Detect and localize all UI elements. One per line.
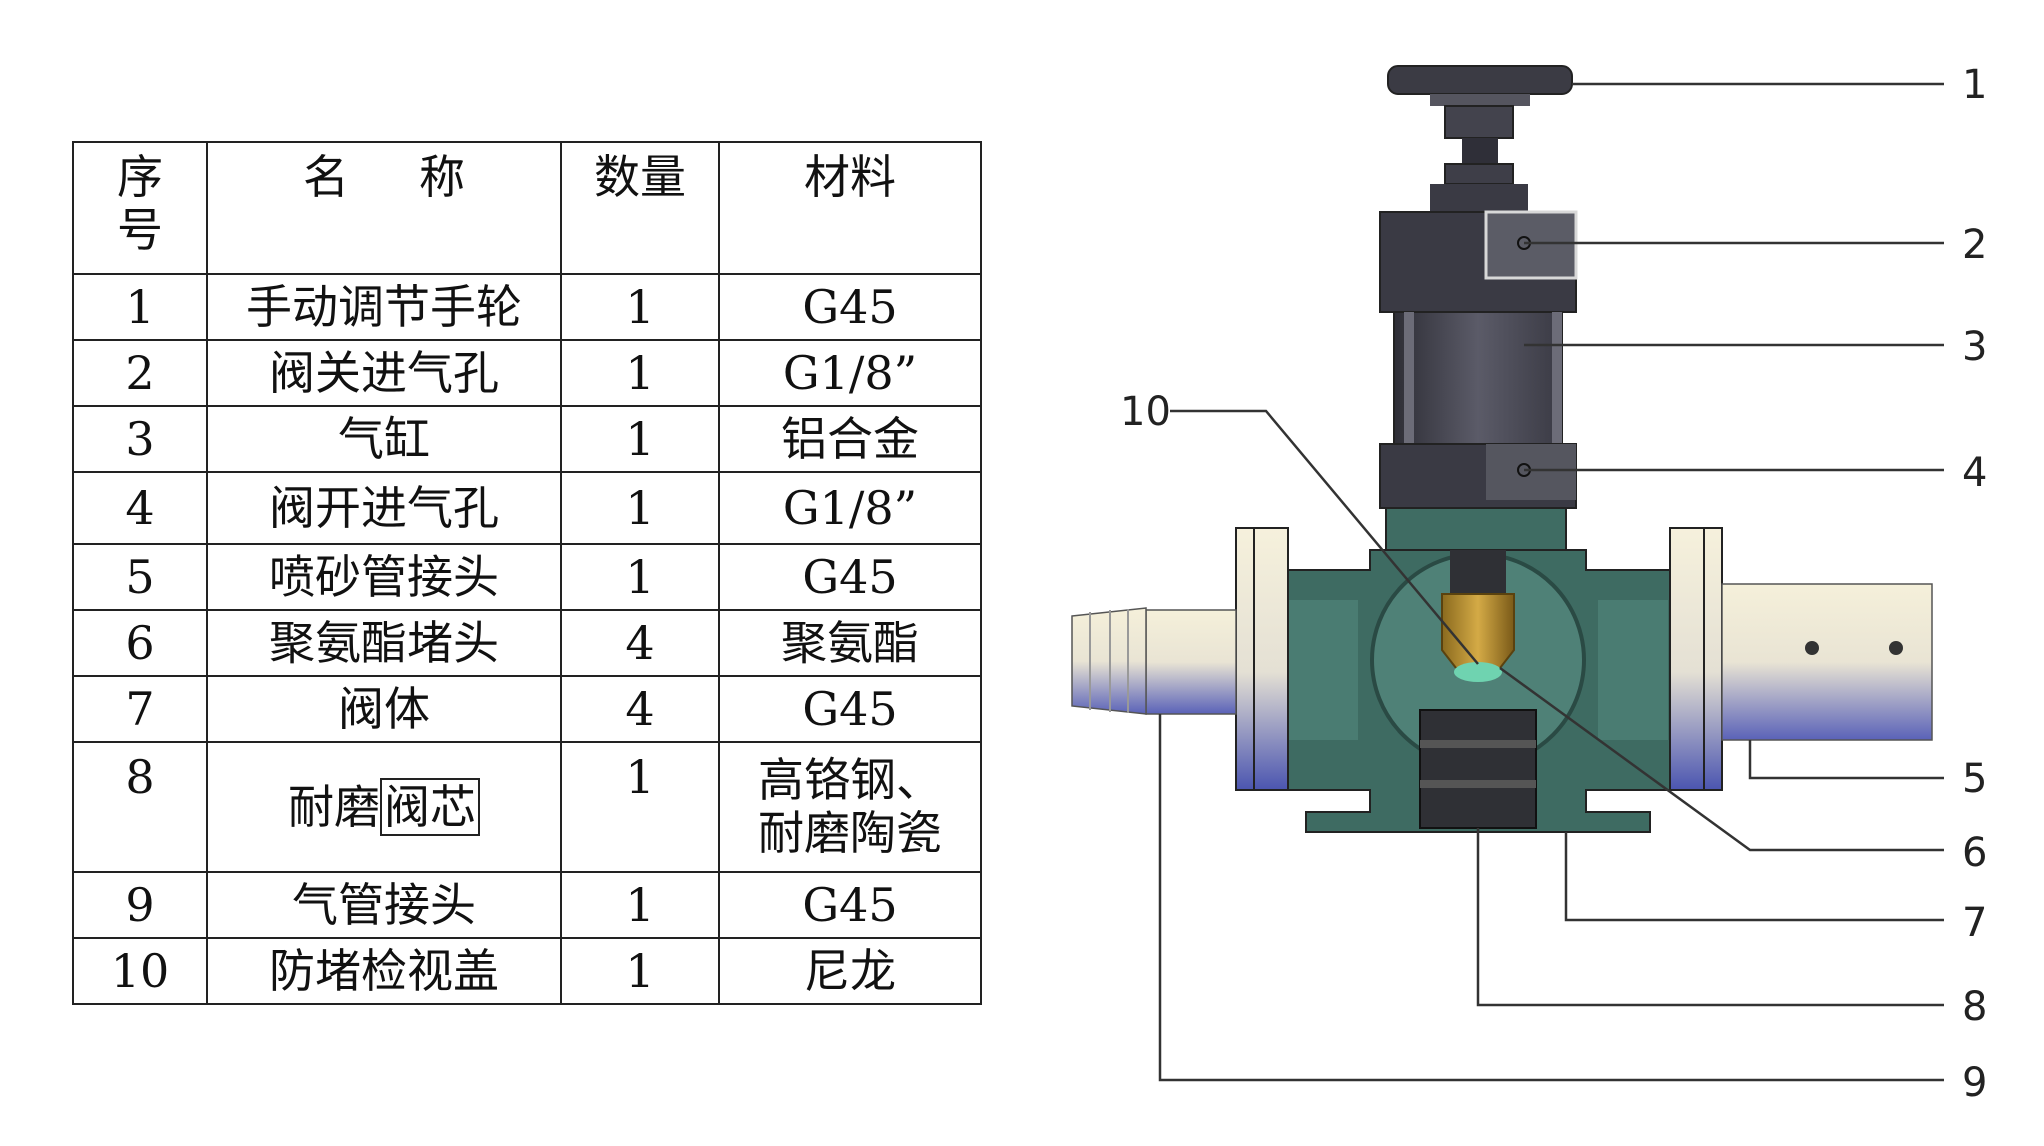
air-cylinder xyxy=(1379,184,1578,509)
table-row: 1 手动调节手轮 1 G45 xyxy=(72,273,982,341)
cell-qty: 1 xyxy=(560,871,720,939)
cell-material: 尼龙 xyxy=(718,937,982,1005)
callout-6: 6 xyxy=(1962,830,1987,876)
cell-qty: 1 xyxy=(560,937,720,1005)
header-qty: 数量 xyxy=(560,141,720,275)
cell-material: G1/8” xyxy=(718,339,982,407)
callout-4: 4 xyxy=(1962,450,1987,496)
cell-seq: 7 xyxy=(72,675,208,743)
left-flange xyxy=(1235,527,1289,791)
cell-seq: 3 xyxy=(72,405,208,473)
cell-name: 防堵检视盖 xyxy=(206,937,562,1005)
callout-9: 9 xyxy=(1962,1060,1987,1106)
cell-name: 阀关进气孔 xyxy=(206,339,562,407)
table-row: 8 耐磨阀芯 1 高铬钢、耐磨陶瓷 xyxy=(72,741,982,873)
callout-7: 7 xyxy=(1962,900,1987,946)
cell-name: 聚氨酯堵头 xyxy=(206,609,562,677)
cell-qty: 1 xyxy=(560,471,720,545)
table-row: 6 聚氨酯堵头 4 聚氨酯 xyxy=(72,609,982,677)
callout-2: 2 xyxy=(1962,222,1987,268)
cell-qty: 1 xyxy=(560,543,720,611)
cell-material: G45 xyxy=(718,675,982,743)
cell-seq: 5 xyxy=(72,543,208,611)
cell-name: 气管接头 xyxy=(206,871,562,939)
cell-name: 气缸 xyxy=(206,405,562,473)
header-name: 名称 xyxy=(206,141,562,275)
callout-5: 5 xyxy=(1962,756,1987,802)
cell-material: G45 xyxy=(718,871,982,939)
right-flange xyxy=(1669,527,1723,791)
cell-seq: 10 xyxy=(72,937,208,1005)
table-row: 4 阀开进气孔 1 G1/8” xyxy=(72,471,982,545)
cell-qty: 4 xyxy=(560,609,720,677)
cell-qty: 4 xyxy=(560,675,720,743)
hand-wheel xyxy=(1387,65,1573,185)
table-row: 5 喷砂管接头 1 G45 xyxy=(72,543,982,611)
valve-body xyxy=(1285,507,1671,833)
table-row: 9 气管接头 1 G45 xyxy=(72,871,982,939)
cell-seq: 6 xyxy=(72,609,208,677)
cell-qty: 1 xyxy=(560,273,720,341)
valve-core xyxy=(1441,550,1515,682)
header-seq: 序 号 xyxy=(72,141,208,275)
cell-name: 阀开进气孔 xyxy=(206,471,562,545)
leader-lines xyxy=(1158,82,1944,1082)
cell-seq: 1 xyxy=(72,273,208,341)
cell-seq: 8 xyxy=(72,741,208,873)
callout-1: 1 xyxy=(1962,62,1987,108)
cell-name: 耐磨阀芯 xyxy=(206,741,562,873)
cell-name: 手动调节手轮 xyxy=(206,273,562,341)
cell-qty: 1 xyxy=(560,741,720,873)
callout-3: 3 xyxy=(1962,324,1987,370)
cell-material: G45 xyxy=(718,273,982,341)
cell-material: 聚氨酯 xyxy=(718,609,982,677)
cell-name: 喷砂管接头 xyxy=(206,543,562,611)
boxed-term: 阀芯 xyxy=(380,777,480,836)
table-row: 7 阀体 4 G45 xyxy=(72,675,982,743)
sandblast-pipe-connector xyxy=(1721,583,1933,741)
cell-material: 高铬钢、耐磨陶瓷 xyxy=(718,741,982,873)
cell-qty: 1 xyxy=(560,405,720,473)
table-header-row: 序 号 名称 数量 材料 xyxy=(72,141,982,275)
cell-qty: 1 xyxy=(560,339,720,407)
table-row: 10 防堵检视盖 1 尼龙 xyxy=(72,937,982,1005)
callout-10: 10 xyxy=(1120,389,1171,435)
header-material: 材料 xyxy=(718,141,982,275)
cell-material: 铝合金 xyxy=(718,405,982,473)
callout-labels: 1 2 3 4 5 6 7 8 9 10 xyxy=(1120,62,1987,1106)
cell-seq: 2 xyxy=(72,339,208,407)
cell-seq: 9 xyxy=(72,871,208,939)
table-row: 3 气缸 1 铝合金 xyxy=(72,405,982,473)
cell-seq: 4 xyxy=(72,471,208,545)
table-row: 2 阀关进气孔 1 G1/8” xyxy=(72,339,982,407)
cell-material: G1/8” xyxy=(718,471,982,545)
cell-name: 阀体 xyxy=(206,675,562,743)
air-pipe-connector xyxy=(1071,607,1237,715)
cell-material: G45 xyxy=(718,543,982,611)
parts-table: 序 号 名称 数量 材料 1 手动调节手轮 1 G45 2 阀关进气孔 1 G1… xyxy=(72,141,982,1005)
callout-8: 8 xyxy=(1962,984,1987,1030)
